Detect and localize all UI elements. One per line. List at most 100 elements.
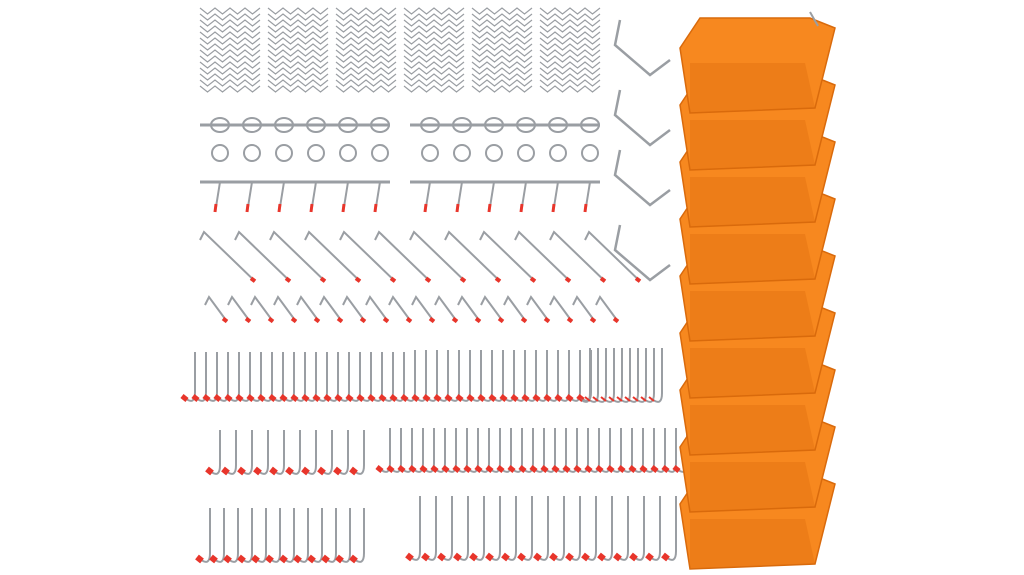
hook-tip	[267, 316, 275, 324]
hook-tip	[408, 465, 417, 473]
j-hook	[353, 508, 365, 563]
j-hook	[327, 352, 339, 402]
pin-hook	[343, 181, 349, 208]
zigzag-clip	[267, 7, 329, 15]
zigzag-clip	[471, 67, 533, 75]
ring-hook	[306, 117, 326, 133]
j-hook	[423, 428, 435, 473]
j-hook	[337, 430, 349, 475]
hook-tip	[474, 465, 483, 473]
j-hook	[555, 428, 567, 473]
j-hook	[481, 350, 493, 402]
zigzag-clip	[267, 67, 329, 75]
j-hook	[621, 428, 633, 473]
j-hook	[601, 496, 613, 561]
j-hook	[478, 428, 490, 473]
j-hook	[371, 352, 383, 402]
j-hook	[305, 352, 317, 402]
hook-tip	[485, 552, 494, 562]
hook-tip	[323, 394, 332, 402]
hook-tip	[430, 465, 439, 473]
bin-hanger-hook	[809, 11, 819, 27]
hook-tip	[455, 394, 464, 402]
hook-tip	[573, 465, 582, 473]
hook-tip	[237, 466, 246, 476]
hook-tip	[223, 554, 232, 564]
ring-hook	[371, 144, 389, 162]
hook-tip	[549, 552, 558, 562]
zigzag-clip	[403, 61, 465, 69]
j-hook	[505, 496, 517, 561]
zigzag-clip	[199, 55, 261, 63]
zigzag-clip	[403, 55, 465, 63]
hook-tip	[249, 276, 257, 283]
hook-tip	[433, 394, 442, 402]
zigzag-clip	[539, 49, 601, 57]
hook-tip	[405, 316, 413, 324]
zigzag-clip	[199, 73, 261, 81]
hook-tip	[520, 316, 528, 324]
j-hook	[547, 350, 559, 402]
straight-hook	[479, 230, 536, 282]
j-hook	[325, 508, 337, 563]
hook-tip	[428, 316, 436, 324]
pin-tip	[373, 203, 378, 213]
zigzag-clip	[539, 55, 601, 63]
hook-tip	[293, 554, 302, 564]
zigzag-clip	[471, 13, 533, 21]
hook-tip	[584, 396, 591, 402]
hook-tip	[595, 465, 604, 473]
straight-hook	[549, 230, 606, 282]
hook-tip	[510, 394, 519, 402]
zigzag-clip	[403, 13, 465, 21]
hook-tip	[375, 465, 384, 473]
zigzag-clip	[199, 7, 261, 15]
j-hook	[273, 430, 285, 475]
j-hook	[448, 350, 460, 402]
j-hook	[241, 508, 253, 563]
zigzag-clip	[471, 49, 533, 57]
j-hook	[456, 428, 468, 473]
zigzag-clip	[267, 13, 329, 21]
single-hooks	[180, 230, 688, 564]
hook-tip	[624, 396, 631, 402]
j-hook	[599, 428, 611, 473]
hook-tip	[359, 316, 367, 324]
zigzag-clip	[471, 85, 533, 93]
j-hook	[588, 428, 600, 473]
j-hook	[558, 350, 570, 402]
hook-tip	[453, 552, 462, 562]
j-hook	[272, 352, 284, 402]
pin-hook	[553, 181, 559, 208]
j-hook	[566, 428, 578, 473]
j-hook	[514, 350, 526, 402]
pin-hook	[489, 181, 495, 208]
zigzag-clip	[539, 7, 601, 15]
j-hook	[195, 352, 207, 402]
hook-tip	[400, 394, 409, 402]
hook-tip	[599, 276, 607, 283]
pin-tip	[245, 203, 250, 213]
zigzag-clip	[403, 49, 465, 57]
j-hook	[206, 352, 218, 402]
j-hook	[585, 496, 597, 561]
j-hook	[654, 428, 666, 473]
hook-tip	[632, 396, 639, 402]
j-hook	[213, 508, 225, 563]
j-hook	[339, 508, 351, 563]
straight-hook	[269, 230, 326, 282]
zigzag-clip	[539, 31, 601, 39]
pin-tip	[455, 203, 460, 213]
j-hook	[404, 350, 416, 402]
bin-front-shadow	[690, 63, 815, 113]
zigzag-clip	[403, 67, 465, 75]
zigzag-clip	[199, 67, 261, 75]
shelf-brackets	[613, 19, 671, 282]
j-hook	[360, 352, 372, 402]
j-hook	[316, 352, 328, 402]
hook-tip	[441, 465, 450, 473]
hook-tip	[389, 276, 397, 283]
j-hook	[577, 428, 589, 473]
zigzag-clip	[267, 31, 329, 39]
j-hook	[489, 496, 501, 561]
